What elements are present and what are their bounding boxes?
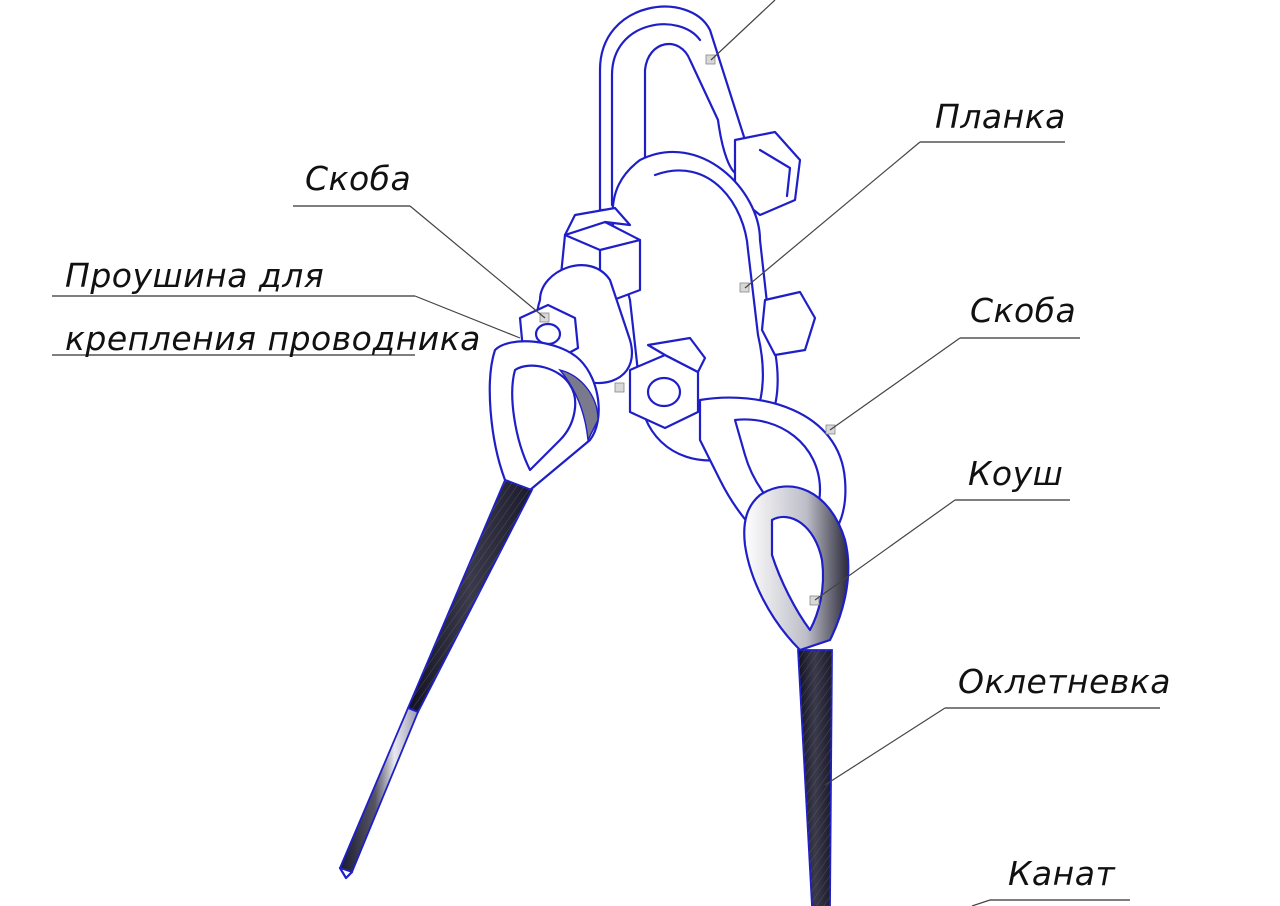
label-koush: Коуш — [968, 454, 1063, 493]
callout-top-shackle — [710, 0, 776, 61]
callout-skoba-right: Скоба — [829, 291, 1080, 431]
right-middle-bolt — [760, 290, 817, 357]
callout-proushina: Проушина для крепления проводника — [52, 256, 521, 358]
left-thimble — [488, 340, 600, 492]
label-okletnevka: Оклетневка — [958, 662, 1171, 701]
callout-kanat: Канат — [971, 854, 1130, 906]
label-proushina-line1: Проушина для — [65, 256, 324, 295]
callouts: Планка Скоба Проушина для крепления пров… — [52, 0, 1171, 906]
right-rope — [797, 649, 833, 906]
callout-skoba-left: Скоба — [293, 159, 546, 319]
label-kanat: Канат — [1008, 854, 1116, 893]
callout-okletnevka: Оклетневка — [824, 662, 1171, 786]
label-skoba-left: Скоба — [305, 159, 411, 198]
left-rope — [338, 478, 534, 880]
callout-koush: Коуш — [814, 454, 1070, 601]
label-planka: Планка — [935, 97, 1066, 136]
drawing — [338, 5, 850, 906]
lower-middle-nut — [628, 336, 707, 430]
callout-planka: Планка — [744, 97, 1066, 289]
label-proushina-line2: крепления проводника — [65, 319, 481, 358]
label-skoba-right: Скоба — [970, 291, 1076, 330]
